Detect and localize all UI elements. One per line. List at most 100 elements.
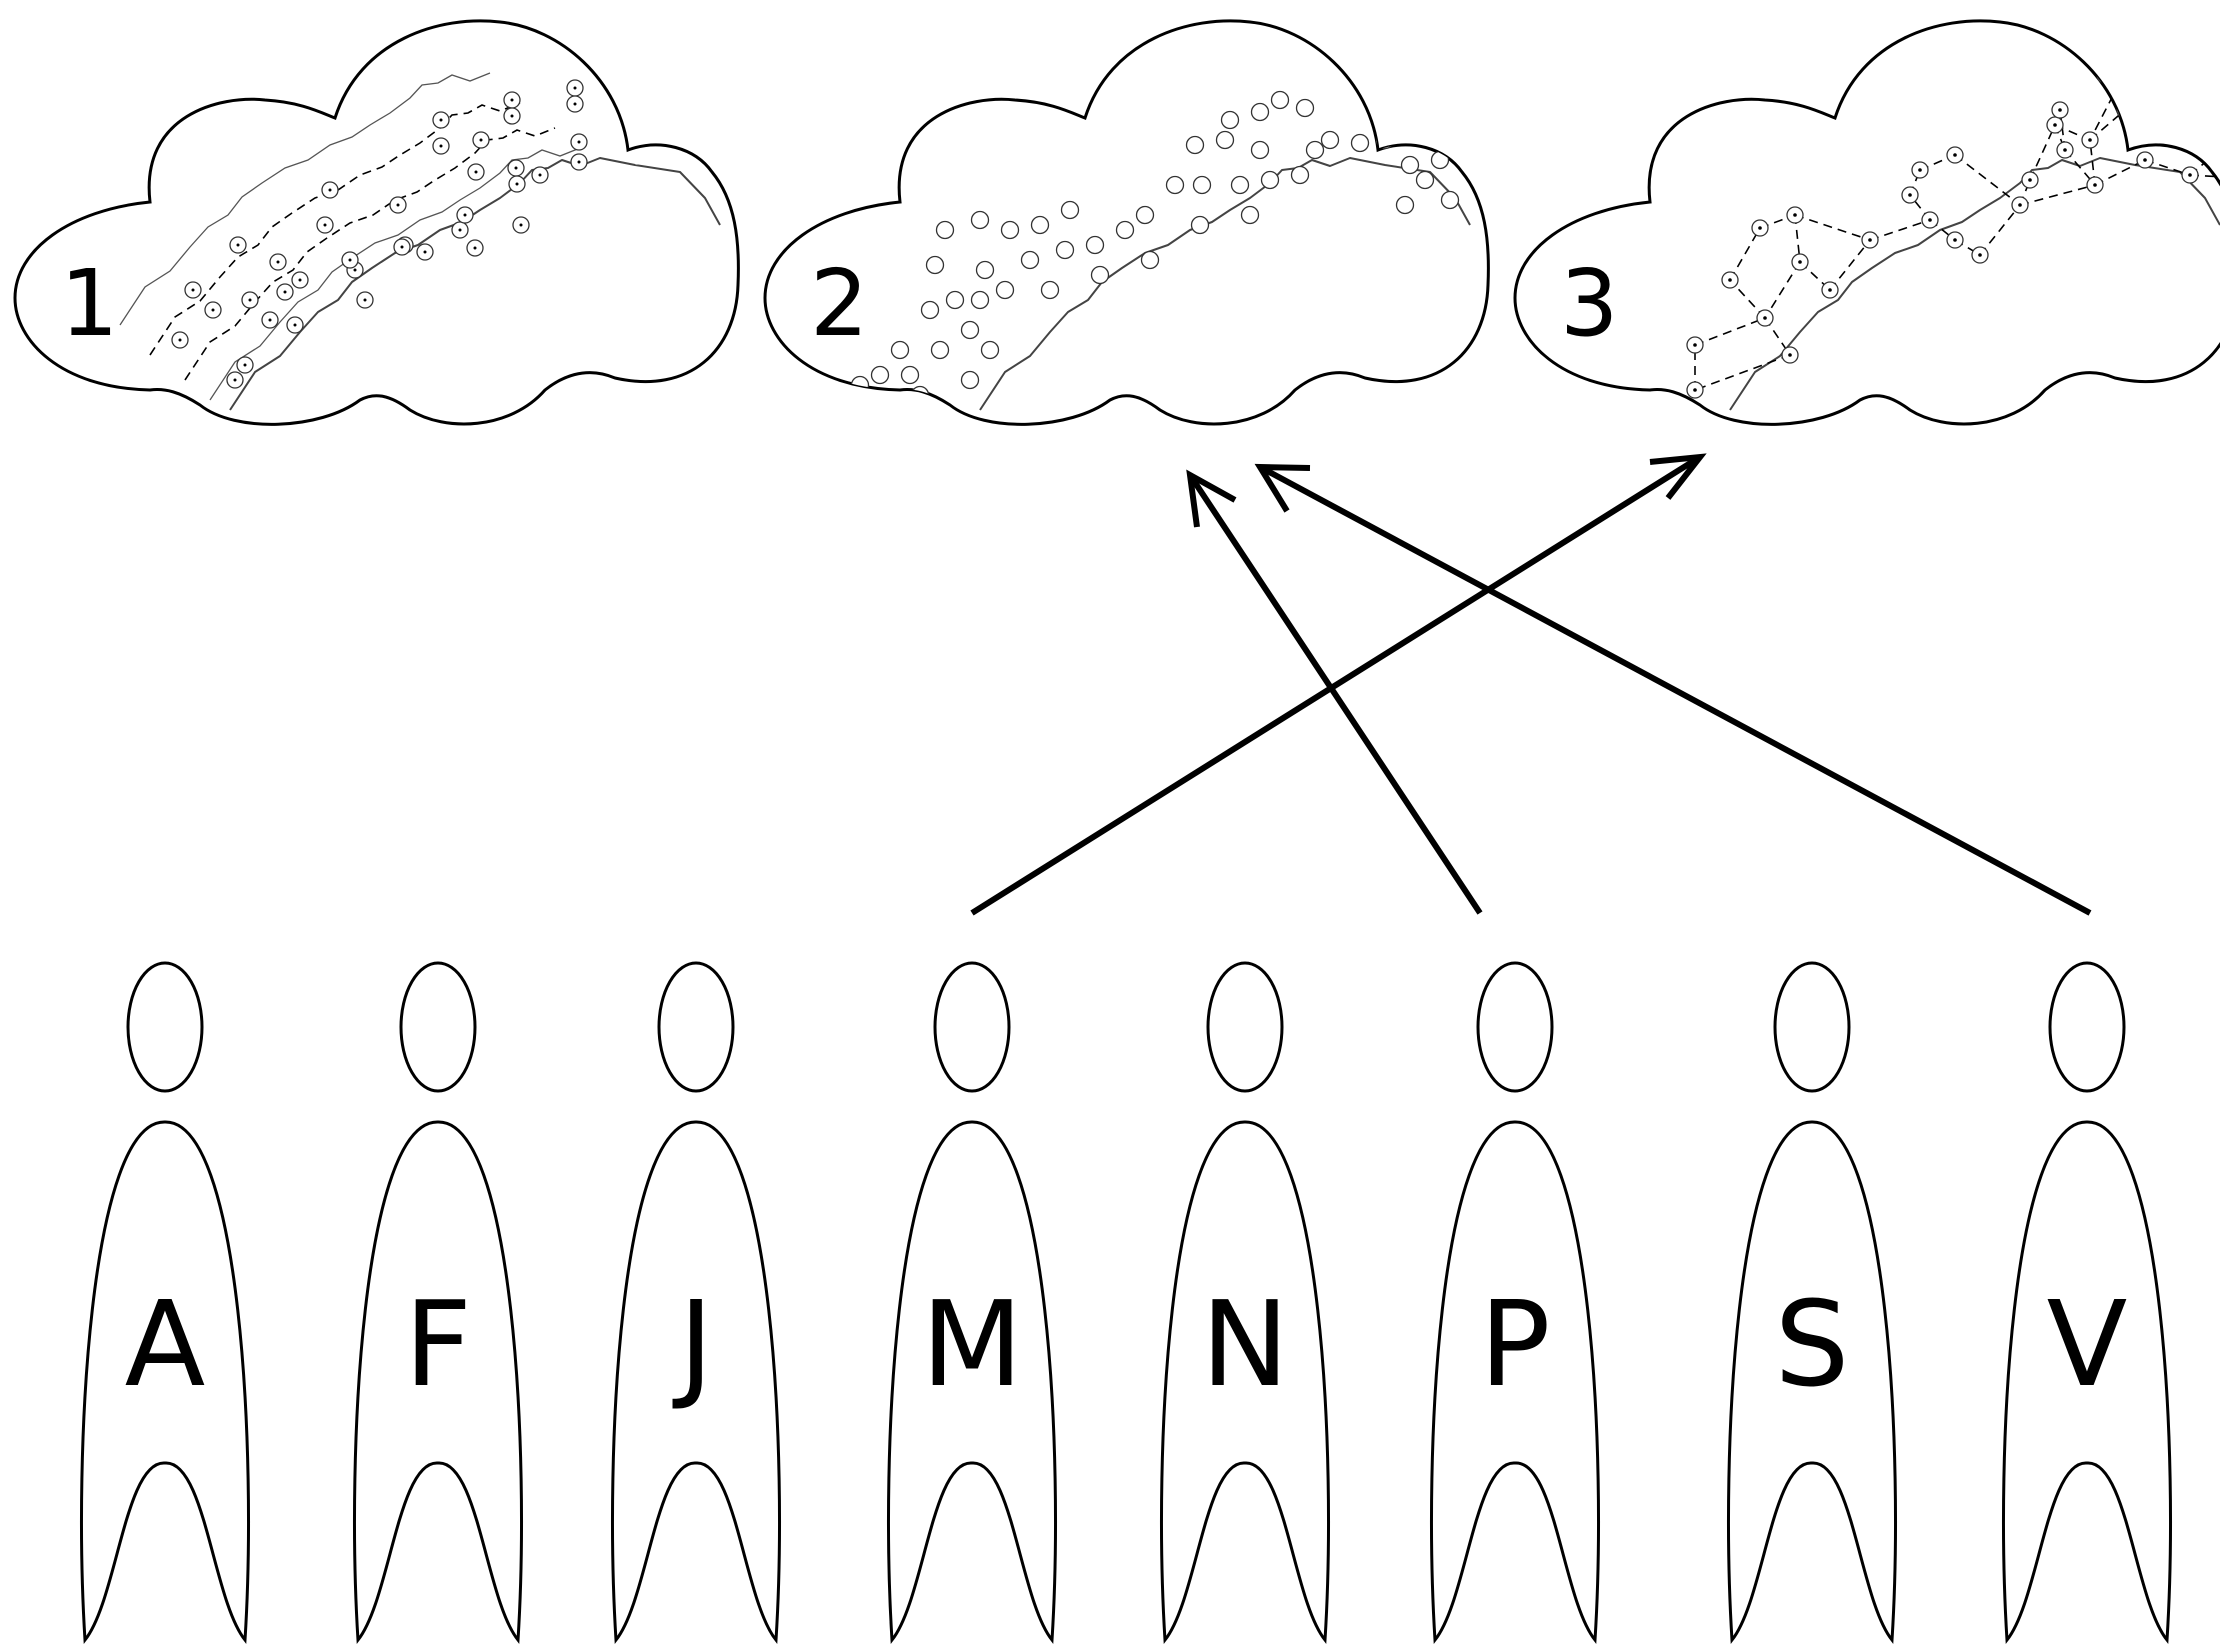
location-point (1190, 215, 1210, 235)
location-point (1090, 265, 1110, 285)
cloud-1-map (119, 72, 721, 411)
location-point (1055, 240, 1075, 260)
cloud-3-map (1686, 66, 2220, 411)
cloud-3-terrain (1729, 157, 2220, 411)
person-head (1206, 961, 1284, 1093)
person-head (399, 961, 477, 1093)
network-node (2211, 141, 2220, 159)
person-n: N (1160, 961, 1330, 1644)
cloud-1-number: 1 (60, 250, 119, 357)
location-point (1040, 280, 1060, 300)
cloud-2: 2 (763, 19, 1490, 426)
location-point (920, 300, 940, 320)
person-letter: S (1775, 1275, 1850, 1413)
location-point (975, 260, 995, 280)
location-point (900, 365, 920, 385)
location-point (1030, 215, 1050, 235)
location-point (1000, 220, 1020, 240)
network-node (2111, 73, 2129, 91)
network-node (2096, 66, 2114, 84)
location-point (1395, 195, 1415, 215)
cloud-3: 3 (1513, 19, 2220, 426)
location-point (970, 210, 990, 230)
person-v: V (2002, 961, 2172, 1644)
network-node (2116, 101, 2134, 119)
network-node (2161, 101, 2179, 119)
person-head (657, 961, 735, 1093)
location-point (935, 220, 955, 240)
network-link (1979, 204, 2021, 256)
location-point (1430, 150, 1450, 170)
location-point (1440, 190, 1460, 210)
location-point (860, 390, 880, 410)
person-head (126, 961, 204, 1093)
network-link (2019, 184, 2096, 206)
track-line (209, 147, 581, 401)
location-point (1400, 155, 1420, 175)
location-point (1270, 90, 1290, 110)
person-body (887, 1120, 1057, 1644)
location-point (1260, 170, 1280, 190)
location-point (1192, 175, 1212, 195)
location-point (930, 340, 950, 360)
location-point (1085, 235, 1105, 255)
person-body (353, 1120, 523, 1644)
location-point (995, 280, 1015, 300)
network-link (2029, 124, 2056, 181)
location-point (960, 320, 980, 340)
track-line (119, 72, 491, 326)
location-point (1230, 175, 1250, 195)
person-p: P (1430, 961, 1600, 1644)
location-point (1305, 140, 1325, 160)
arrows (970, 453, 2092, 916)
network-link (1794, 214, 1871, 241)
location-point (870, 365, 890, 385)
location-point (1290, 165, 1310, 185)
location-point (1250, 102, 1270, 122)
cloud-3-number: 3 (1560, 250, 1619, 357)
person-m: M (887, 961, 1057, 1644)
network-link (1869, 219, 1931, 241)
network-link (2094, 159, 2146, 186)
person-body (2002, 1120, 2172, 1644)
location-point (960, 370, 980, 390)
cloud-1-outline (13, 19, 740, 426)
person-body (1430, 1120, 1600, 1644)
person-head (933, 961, 1011, 1093)
cloud-2-terrain (979, 157, 1471, 411)
location-point (1295, 98, 1315, 118)
location-point (890, 400, 910, 420)
location-point (1240, 205, 1260, 225)
person-head (1476, 961, 1554, 1093)
location-point (970, 290, 990, 310)
person-body (1160, 1120, 1330, 1644)
person-letter: P (1479, 1275, 1550, 1413)
location-point (890, 340, 910, 360)
location-point (1320, 130, 1340, 150)
arrow-v-to-2 (1254, 463, 2092, 916)
network-link (2104, 74, 2121, 83)
location-point (1060, 200, 1080, 220)
network-link (1954, 154, 2021, 206)
person-body (80, 1120, 250, 1644)
location-point (945, 290, 965, 310)
network-link (2089, 81, 2121, 141)
location-point (1250, 140, 1270, 160)
location-point (1165, 175, 1185, 195)
location-point (1140, 250, 1160, 270)
location-point (1350, 133, 1370, 153)
person-body (1727, 1120, 1897, 1644)
track-line (149, 102, 521, 356)
person-a: A (80, 961, 250, 1644)
network-link (1694, 354, 1791, 391)
person-letter: J (672, 1275, 714, 1413)
cloud-3-outline (1513, 19, 2220, 426)
person-letter: N (1201, 1275, 1289, 1413)
cloud-1: 1 (13, 19, 740, 426)
person-letter: M (921, 1275, 1023, 1413)
location-point (1215, 130, 1235, 150)
location-point (925, 255, 945, 275)
person-letter: F (404, 1275, 472, 1413)
location-point (1115, 220, 1135, 240)
